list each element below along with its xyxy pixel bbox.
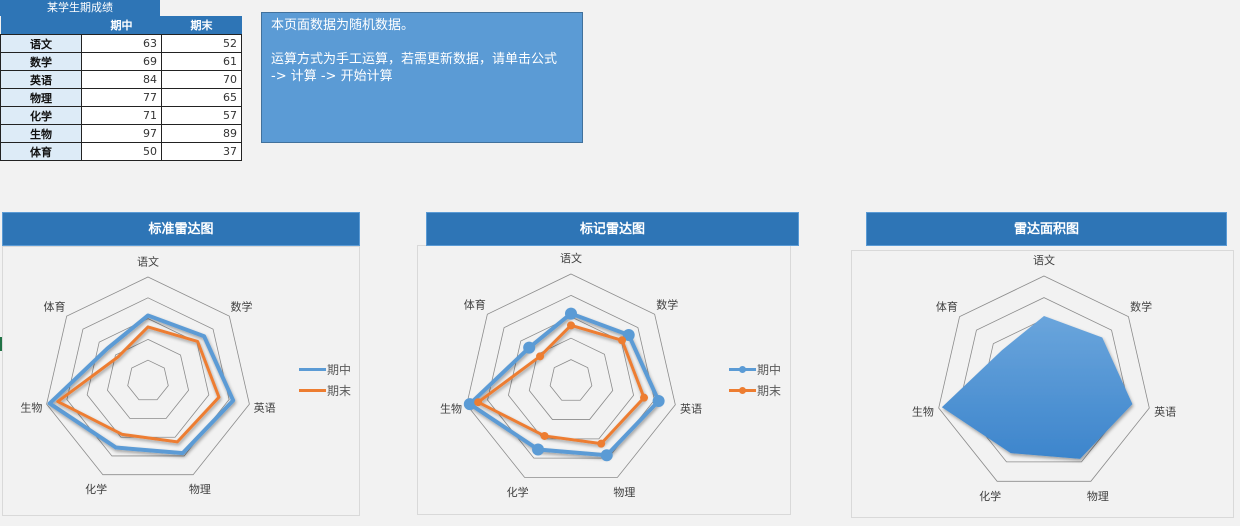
- table-title: 某学生期成绩: [0, 0, 160, 16]
- final-cell[interactable]: 52: [161, 34, 242, 53]
- data-point-marker[interactable]: [474, 398, 483, 407]
- header-final: 期末: [161, 16, 242, 35]
- data-point-marker[interactable]: [463, 398, 476, 411]
- series-期中[interactable]: [47, 313, 236, 456]
- chart-area-radar[interactable]: 语文数学英语物理 化学 生物 体育: [851, 250, 1234, 518]
- axis-label: 化学: [979, 489, 1001, 503]
- header-midterm: 期中: [81, 16, 162, 35]
- chart-title-marker-radar: 标记雷达图: [426, 212, 799, 246]
- data-point-marker[interactable]: [597, 439, 606, 448]
- axis-label: 语文: [137, 254, 159, 268]
- data-point-marker[interactable]: [523, 341, 536, 354]
- final-cell[interactable]: 57: [161, 106, 242, 125]
- chart-marker-radar[interactable]: 语文数学英语物理 化学 生物 体育 期中 期末: [417, 245, 791, 515]
- axis-label: 语文: [1033, 253, 1055, 267]
- midterm-cell[interactable]: 71: [81, 106, 162, 125]
- info-textbox[interactable]: 本页面数据为随机数据。 运算方式为手工运算，若需更新数据，请单击公式 -> 计算…: [261, 12, 583, 143]
- table-header-row: 期中 期末: [0, 16, 242, 35]
- axis-label: 语文: [560, 251, 582, 265]
- note-line-1: 本页面数据为随机数据。: [271, 18, 415, 33]
- subject-cell[interactable]: 体育: [0, 142, 82, 161]
- axis-label: 物理: [613, 485, 635, 499]
- subject-cell[interactable]: 化学: [0, 106, 82, 125]
- data-point-marker[interactable]: [540, 431, 549, 440]
- midterm-cell[interactable]: 97: [81, 124, 162, 143]
- legend-line-icon: [299, 389, 326, 392]
- data-point-marker[interactable]: [618, 336, 627, 345]
- row-selection-marker: [0, 337, 2, 351]
- data-point-marker[interactable]: [640, 393, 649, 402]
- axis-label: 物理: [1087, 489, 1109, 503]
- data-point-marker[interactable]: [567, 321, 575, 330]
- data-point-marker[interactable]: [532, 443, 545, 456]
- legend: 期中 期末: [729, 359, 781, 401]
- legend-item-midterm: 期中: [729, 359, 781, 380]
- legend-item-final: 期末: [299, 380, 351, 401]
- axis-label: 生物: [912, 405, 934, 419]
- midterm-cell[interactable]: 84: [81, 70, 162, 89]
- data-point-marker[interactable]: [652, 395, 665, 408]
- data-point-marker[interactable]: [536, 352, 545, 361]
- final-cell[interactable]: 70: [161, 70, 242, 89]
- final-cell[interactable]: 61: [161, 52, 242, 71]
- axis-label: 英语: [680, 401, 702, 415]
- axis-label: 物理: [189, 482, 211, 496]
- midterm-cell[interactable]: 77: [81, 88, 162, 107]
- series-期末[interactable]: [476, 323, 646, 446]
- axis-label: 英语: [254, 401, 276, 415]
- data-point-marker[interactable]: [565, 307, 577, 320]
- final-cell[interactable]: 37: [161, 142, 242, 161]
- chart-title-standard-radar: 标准雷达图: [2, 212, 360, 246]
- axis-label: 体育: [464, 297, 486, 311]
- chart-title-area-radar: 雷达面积图: [866, 212, 1227, 246]
- header-subject: [0, 16, 82, 35]
- legend-marker-line-icon: [729, 387, 756, 394]
- final-cell[interactable]: 89: [161, 124, 242, 143]
- note-line-2: 运算方式为手工运算，若需更新数据，请单击公式: [271, 52, 558, 67]
- final-cell[interactable]: 65: [161, 88, 242, 107]
- series-期中[interactable]: [467, 311, 661, 458]
- axis-label: 英语: [1154, 405, 1176, 419]
- subject-cell[interactable]: 语文: [0, 34, 82, 53]
- midterm-cell[interactable]: 63: [81, 34, 162, 53]
- legend-item-midterm: 期中: [299, 359, 351, 380]
- note-line-3: -> 计算 -> 开始计算: [271, 69, 393, 84]
- subject-cell[interactable]: 生物: [0, 124, 82, 143]
- axis-label: 体育: [43, 299, 65, 313]
- series-期中[interactable]: [941, 315, 1133, 459]
- axis-label: 生物: [20, 401, 42, 415]
- midterm-cell[interactable]: 50: [81, 142, 162, 161]
- data-point-marker[interactable]: [600, 449, 613, 462]
- chart-standard-radar[interactable]: 语文数学英语物理 化学 生物 体育 期中 期末: [2, 246, 360, 516]
- axis-label: 数学: [656, 297, 678, 311]
- legend-marker-line-icon: [729, 366, 756, 373]
- series-期末[interactable]: [56, 325, 221, 444]
- axis-label: 化学: [507, 485, 529, 499]
- subject-cell[interactable]: 英语: [0, 70, 82, 89]
- axis-label: 化学: [85, 482, 107, 496]
- axis-label: 体育: [936, 300, 958, 314]
- subject-cell[interactable]: 数学: [0, 52, 82, 71]
- midterm-cell[interactable]: 69: [81, 52, 162, 71]
- axis-label: 数学: [1130, 300, 1152, 314]
- axis-label: 生物: [440, 401, 462, 415]
- legend: 期中 期末: [299, 359, 351, 401]
- legend-item-final: 期末: [729, 380, 781, 401]
- axis-label: 数学: [231, 299, 253, 313]
- data-point-marker[interactable]: [622, 328, 635, 341]
- subject-cell[interactable]: 物理: [0, 88, 82, 107]
- legend-line-icon: [299, 368, 326, 371]
